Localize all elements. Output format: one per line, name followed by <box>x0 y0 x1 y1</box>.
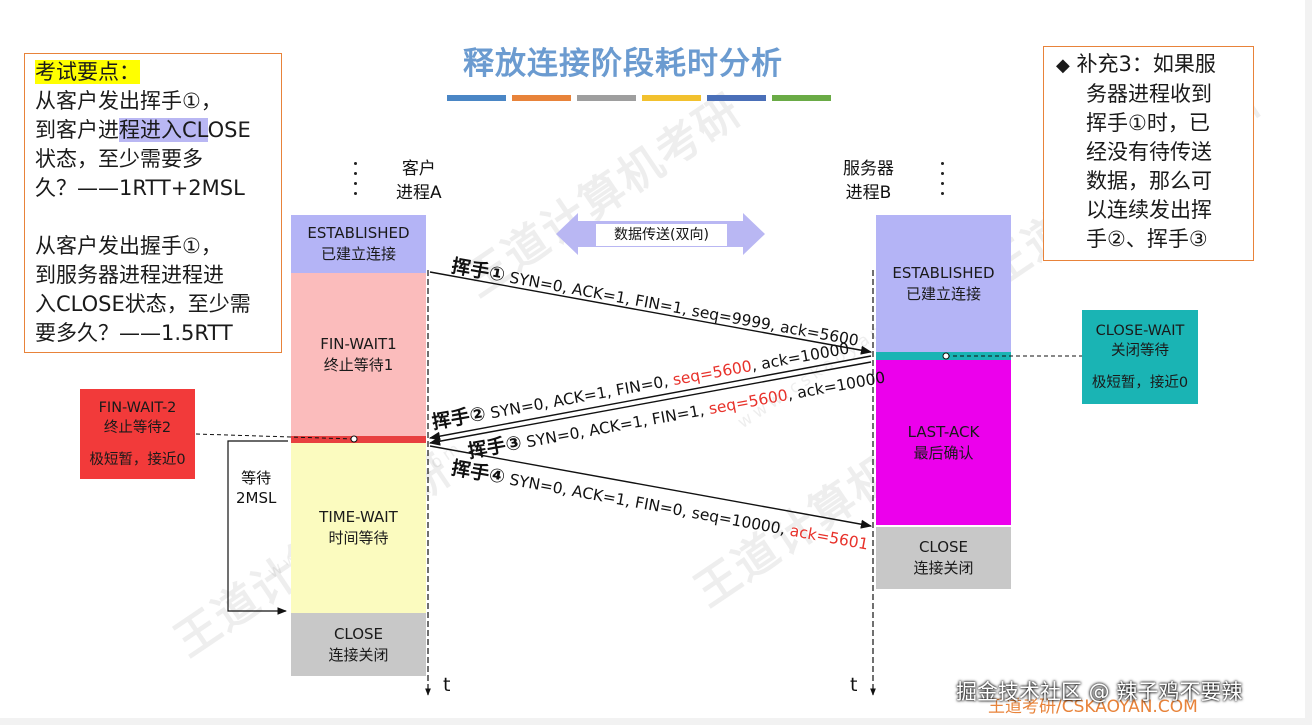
exam-note-line: 到服务器进程进程进 <box>35 263 224 287</box>
page-title: 释放连接阶段耗时分析 <box>463 46 783 82</box>
exam-note-line: 到客户进程进入CLOSE <box>35 118 251 142</box>
bullet-icon: ◆ <box>1056 55 1070 76</box>
color-bar <box>447 95 506 101</box>
footer-site: 王道考研/CSKAOYAN.COM <box>988 697 1198 717</box>
fin-wait2-pointer <box>195 433 355 440</box>
exam-note-line: 久？——1RTT+2MSL <box>35 176 245 200</box>
exam-note-heading: 考试要点： <box>35 60 140 84</box>
server-process-label: 服务器进程B <box>843 159 894 203</box>
color-bar <box>772 95 831 101</box>
data-transfer-label: 数据传送(双向) <box>595 223 728 247</box>
color-bar <box>642 95 701 101</box>
exam-note-line: 状态，至少需要多 <box>35 147 203 171</box>
wait-2msl-bracket <box>227 440 288 615</box>
server-time-axis-label: t <box>850 674 858 696</box>
ellipsis-vertical-icon <box>941 162 945 202</box>
exam-note-box: 考试要点： 从客户发出挥手①， 到客户进程进入CLOSE 状态，至少需要多 久？… <box>24 53 282 353</box>
fin-wait2-pointer-dot <box>350 435 358 443</box>
client-process-label: 客户进程A <box>396 159 442 203</box>
color-bar <box>512 95 571 101</box>
message-arrow-4 <box>429 445 873 529</box>
ellipsis-vertical-icon <box>354 162 358 202</box>
message-arrow-1 <box>429 271 873 355</box>
message-arrow-3 <box>428 361 872 446</box>
client-time-axis-label: t <box>443 674 451 696</box>
message-arrow-2 <box>428 355 872 441</box>
color-bar <box>577 95 636 101</box>
close-wait-pointer-dot <box>942 352 950 360</box>
exam-note-line: 从客户发出挥手①， <box>35 89 222 113</box>
title-color-bars <box>447 95 831 101</box>
exam-note-line: 要多久？——1.5RTT <box>35 321 233 345</box>
supplement-box: ◆ 补充3：如果服 务器进程收到 挥手①时，已 经没有待传送 数据，那么可 以连… <box>1043 46 1254 261</box>
footer-author-watermark: 掘金技术社区 @ 辣子鸡不要辣 <box>956 680 1243 704</box>
client-state-fin-wait2-strip <box>291 436 426 443</box>
exam-note-line: 入CLOSE状态，至少需 <box>35 292 251 316</box>
exam-note-line: 从客户发出握手①， <box>35 234 222 258</box>
color-bar <box>707 95 766 101</box>
